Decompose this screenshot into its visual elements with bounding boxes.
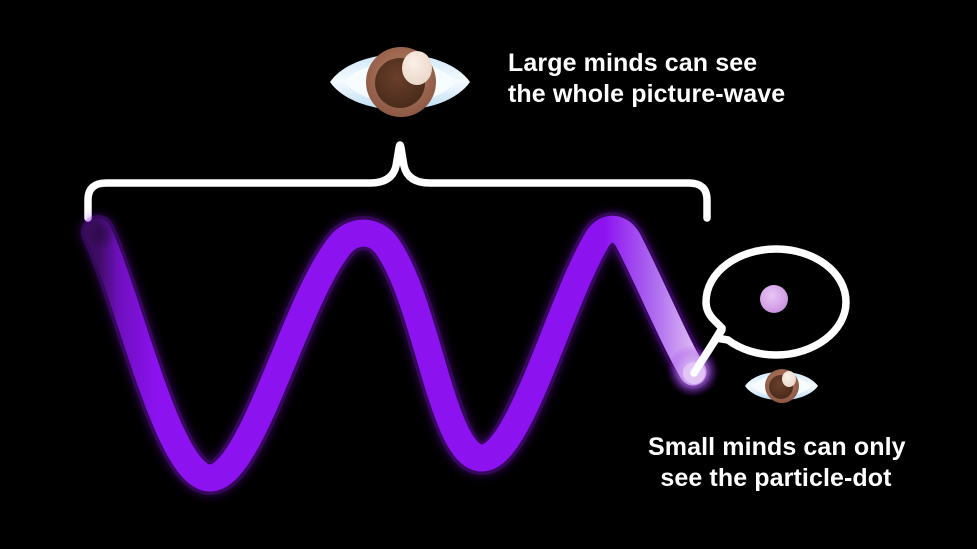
- curly-brace: [84, 141, 711, 222]
- caption-small-minds: Small minds can only see the particle-do…: [648, 432, 906, 494]
- wave-start-point: [82, 217, 116, 251]
- caption-large-minds: Large minds can see the whole picture-wa…: [508, 48, 785, 110]
- small-eye-icon: [745, 369, 818, 403]
- caption-large-line1: Large minds can see: [508, 49, 758, 77]
- picture-wave: [81, 212, 719, 495]
- large-eye-icon: [330, 47, 470, 117]
- caption-small-line1: Small minds can only: [648, 433, 906, 461]
- caption-large-line2: the whole picture-wave: [508, 80, 786, 108]
- particle-dot: [760, 285, 788, 313]
- caption-small-line2: see the particle-dot: [660, 464, 892, 492]
- speech-bubble: [690, 245, 850, 377]
